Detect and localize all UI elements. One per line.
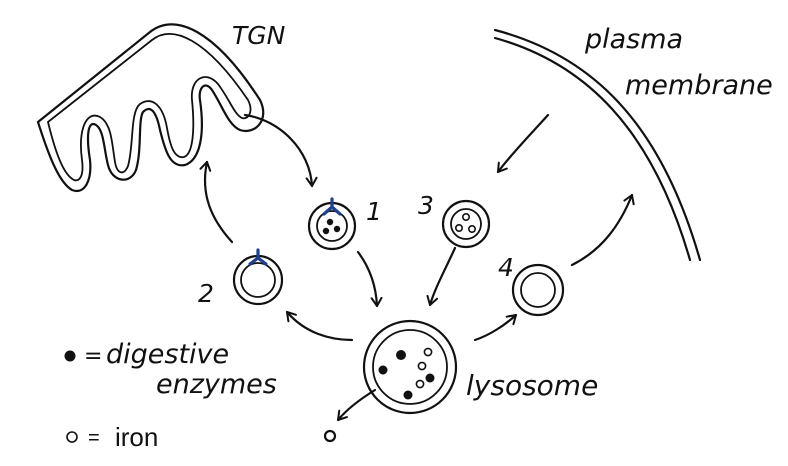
iron-dot [415, 379, 425, 389]
lysosome-to-vesicle-4-arrow [473, 313, 518, 342]
vesicle-2-label: 2 [198, 279, 214, 308]
vesicle-1 [307, 197, 357, 251]
vesicle-2 [232, 248, 284, 306]
iron-dot [454, 224, 463, 233]
enzyme-dot [425, 373, 435, 383]
vesicle-2-to-tgn-arrow [199, 160, 234, 244]
iron-release-arrow [336, 388, 377, 422]
lysosome-to-vesicle-2-arrow [285, 310, 354, 342]
enzyme-dot [326, 218, 334, 226]
enzyme-dot [403, 390, 413, 400]
tgn-to-vesicle-1-arrow [243, 113, 318, 188]
iron-dot [417, 361, 427, 371]
enzyme-dot [322, 227, 330, 235]
legend-enzyme-equals: = [84, 344, 102, 369]
pathway-arrows [199, 113, 635, 422]
lysosome [362, 319, 458, 415]
vesicle-1-to-lysosome-arrow [356, 250, 383, 308]
vesicle-4 [511, 263, 565, 317]
iron-dot [423, 347, 433, 357]
vesicle-1-label: 1 [366, 197, 382, 226]
receptor-icon [248, 248, 268, 266]
enzyme-dot [333, 225, 341, 233]
plasma-membrane [493, 28, 702, 262]
enzyme-dot [378, 365, 388, 375]
vesicle-4-label: 4 [498, 253, 514, 282]
membrane-label: membrane [625, 70, 773, 101]
legend-iron-icon [66, 431, 78, 443]
lysosome-label: lysosome [466, 369, 598, 402]
enzyme-dot [396, 350, 406, 360]
iron-dot [461, 213, 470, 222]
legend-enzyme-line2: enzymes [156, 369, 277, 400]
receptor-icon [322, 197, 342, 216]
legend-enzyme-icon [64, 350, 76, 362]
vesicle-4-to-membrane-arrow [570, 193, 635, 267]
tgn-organelle [36, 23, 265, 193]
legend: = digestive enzymes = iron [64, 339, 277, 452]
tgn-label: TGN [232, 21, 286, 50]
legend-enzyme-line1: digestive [106, 339, 229, 370]
vesicle-3-label: 3 [418, 191, 434, 220]
vesicle-3-to-lysosome-arrow [426, 246, 457, 307]
legend-iron-text: iron [115, 422, 158, 452]
membrane-to-vesicle-3-arrow [496, 113, 550, 174]
iron-dot [467, 225, 476, 234]
plasma-label: plasma [584, 24, 683, 55]
released-iron-icon [323, 429, 337, 443]
vesicle-3 [441, 199, 491, 249]
legend-iron-equals: = [88, 427, 100, 449]
